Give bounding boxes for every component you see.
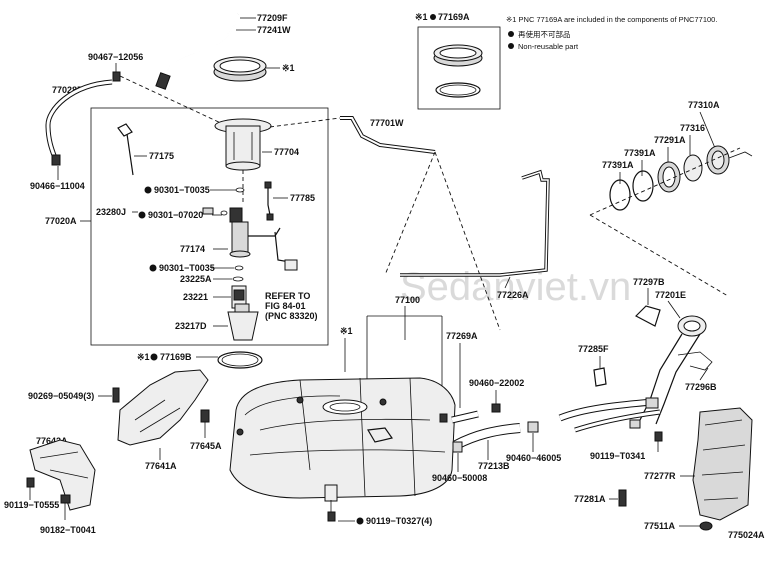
- gasket-ring-icon: [435, 82, 481, 98]
- label-x1-ring: ※1: [282, 63, 295, 73]
- label-77701W: 77701W: [370, 118, 404, 128]
- label-77645A: 77645A: [190, 441, 222, 451]
- left-brackets: 90269−05049(3) 77641A 77645A 77642A 9011…: [4, 369, 222, 535]
- filler-cap-assembly: 77310A 77316 77291A 77391A 77391A: [589, 100, 753, 297]
- label-77269A: 77269A: [446, 331, 478, 341]
- label-77226A: 77226A: [497, 290, 529, 300]
- label-23225A: 23225A: [180, 274, 212, 284]
- protector-77277R: 77277R: [644, 407, 753, 521]
- box-x1-mark: ※1: [415, 12, 428, 22]
- label-77281A: 77281A: [574, 494, 606, 504]
- non-reusable-marker-icon: [144, 186, 152, 194]
- label-77169B: 77169B: [160, 352, 192, 362]
- non-reusable-marker-icon: [356, 517, 364, 525]
- fuel-cap-icon: [683, 154, 703, 182]
- clip-90467: 90467−12056: [88, 52, 226, 126]
- label-77285F: 77285F: [578, 344, 609, 354]
- top-lock-ring: ※1: [213, 56, 295, 82]
- seal-disc-icon: [632, 170, 654, 202]
- gasket-kit-box: ※1 77169A: [415, 12, 501, 110]
- label-90119-T0555: 90119−T0555: [4, 500, 59, 510]
- label-77310A: 77310A: [688, 100, 720, 110]
- footnote-line-1: ※1 PNC 77169A are included in the compon…: [506, 15, 717, 24]
- gasket-77511A: 77511A: [644, 521, 713, 531]
- fuel-pump-module-box: 77020A 77175 77704 90301−T0035 77785 232…: [45, 107, 329, 346]
- valve-77281A: 77281A: [574, 489, 627, 507]
- label-77169A: 77169A: [438, 12, 470, 22]
- tank-hoses: 77269A 90460−22002 90460−46005 77213B 90…: [432, 331, 561, 483]
- non-reusable-marker-icon: [430, 14, 436, 20]
- diagram-id: 775024A: [728, 530, 765, 540]
- footnote-line-3: Non-reusable part: [518, 42, 579, 51]
- label-90182-T0041: 90182−T0041: [40, 525, 96, 535]
- label-77277R: 77277R: [644, 471, 676, 481]
- tube-77701W: 77701W: [269, 116, 436, 154]
- label-77201E: 77201E: [655, 290, 686, 300]
- footnote-block: ※1 PNC 77169A are included in the compon…: [506, 15, 717, 51]
- label-90301-T0035-b: 90301−T0035: [159, 263, 215, 273]
- label-77296B: 77296B: [685, 382, 717, 392]
- label-77785: 77785: [290, 193, 315, 203]
- label-77704: 77704: [274, 147, 299, 157]
- label-90119-T0327: 90119−T0327(4): [366, 516, 432, 526]
- footnote-line-2: 再使用不可部品: [518, 29, 571, 39]
- label-77174: 77174: [180, 244, 205, 254]
- clamp-77285F: 77285F: [578, 344, 609, 387]
- seal-disc-icon: [609, 179, 631, 211]
- label-77391A-a: 77391A: [624, 148, 656, 158]
- label-90119-T0341: 90119−T0341: [590, 451, 645, 461]
- non-reusable-marker-icon: [150, 353, 158, 361]
- label-77241W: 77241W: [257, 25, 291, 35]
- label-77642A: 77642A: [36, 436, 68, 446]
- fuel-tank-77100: 77100 ※1: [229, 295, 456, 502]
- label-x1-tank: ※1: [340, 326, 353, 336]
- label-77028F: 77028F: [52, 85, 83, 95]
- label-23217D: 23217D: [175, 321, 207, 331]
- label-77511A: 77511A: [644, 521, 676, 531]
- label-77175: 77175: [149, 151, 174, 161]
- label-90269-05049: 90269−05049(3): [28, 391, 94, 401]
- label-90466-11004: 90466−11004: [30, 181, 85, 191]
- filler-hoses: [558, 397, 661, 433]
- refer-note-line-1: REFER TO: [265, 291, 310, 301]
- label-x1-77169B-mark: ※1: [137, 352, 150, 362]
- gasket-77169B: ※1 77169B: [137, 351, 263, 369]
- refer-note-line-3: (PNC 83320): [265, 311, 318, 321]
- vent-hose-assembly: 77209F 77241W: [155, 13, 291, 90]
- label-77213B: 77213B: [478, 461, 510, 471]
- non-reusable-marker-icon: [508, 31, 514, 37]
- filler-pipe-top: 77297B 77201E 77296B: [633, 277, 717, 425]
- label-77391A-b: 77391A: [602, 160, 634, 170]
- label-90460-22002: 90460−22002: [469, 378, 524, 388]
- label-90301-T0035-a: 90301−T0035: [154, 185, 210, 195]
- label-77291A: 77291A: [654, 135, 686, 145]
- pipe-77226A: 77226A: [400, 169, 550, 300]
- non-reusable-marker-icon: [138, 211, 146, 219]
- label-77100: 77100: [395, 295, 420, 305]
- bolt-90119-T0327: 90119−T0327(4): [327, 500, 432, 526]
- hose-77028F: 77028F 90466−11004: [30, 79, 113, 191]
- label-77641A: 77641A: [145, 461, 177, 471]
- label-90301-07020: 90301−07020: [148, 210, 203, 220]
- label-77209F: 77209F: [257, 13, 288, 23]
- label-90460-46005: 90460−46005: [506, 453, 561, 463]
- label-23221: 23221: [183, 292, 208, 302]
- non-reusable-marker-icon: [149, 264, 157, 272]
- label-77316: 77316: [680, 123, 705, 133]
- label-23280J: 23280J: [96, 207, 126, 217]
- label-90467-12056: 90467−12056: [88, 52, 143, 62]
- bolt-90119-T0341: 90119−T0341: [590, 431, 663, 461]
- label-90460-50008: 90460−50008: [432, 473, 487, 483]
- label-77297B: 77297B: [633, 277, 665, 287]
- label-77020A: 77020A: [45, 216, 77, 226]
- non-reusable-marker-icon: [508, 43, 514, 49]
- refer-note-line-2: FIG 84-01: [265, 301, 306, 311]
